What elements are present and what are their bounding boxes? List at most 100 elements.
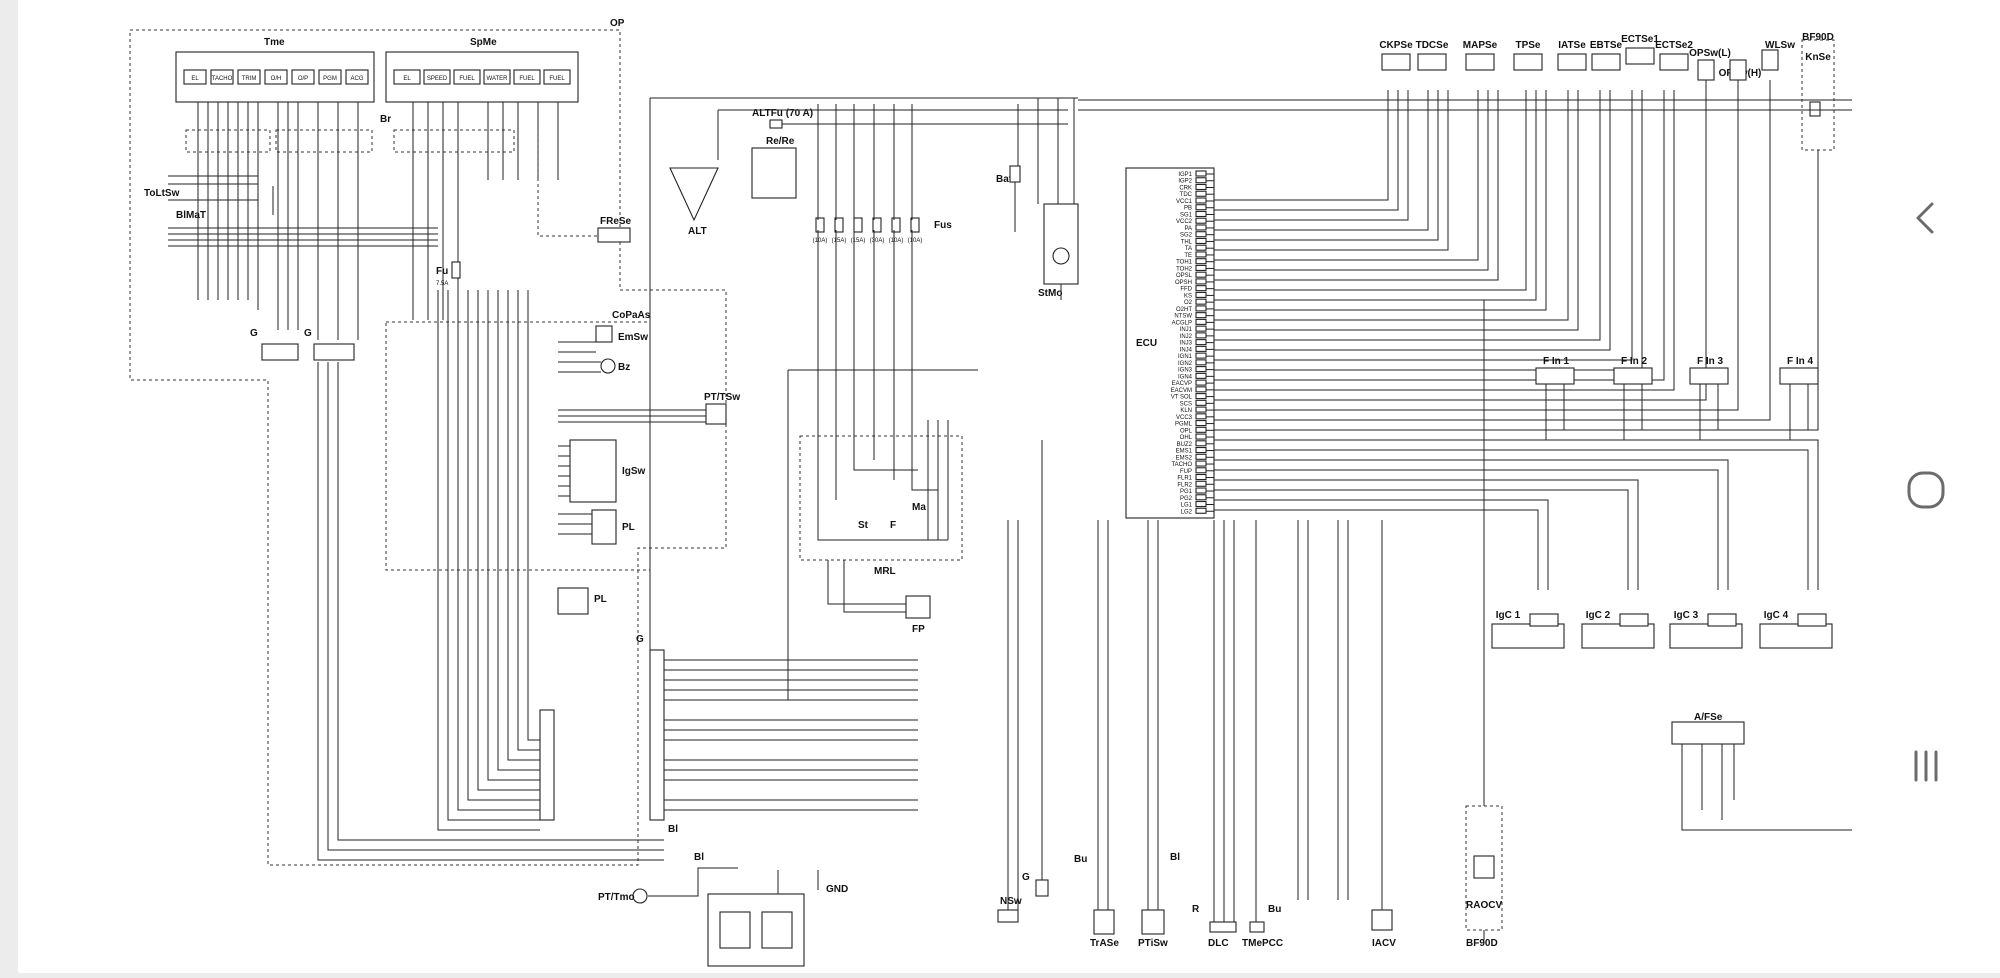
igc4-box <box>1759 623 1833 649</box>
fus-label: Fus <box>934 220 952 231</box>
back-button[interactable] <box>1852 178 2000 258</box>
ecu-pin <box>1195 312 1207 319</box>
bu1-label: Bu <box>1074 854 1087 865</box>
igc2-connector <box>1619 613 1649 627</box>
tme-cell-label: EL <box>191 76 199 82</box>
dlc-label: DLC <box>1208 938 1229 949</box>
g2-label: G <box>304 328 312 339</box>
ecu-pin <box>1195 386 1207 393</box>
tme-label: Tme <box>264 37 285 48</box>
blmat-label: BlMaT <box>176 210 206 221</box>
ecu-pin <box>1195 285 1207 292</box>
tme-cell <box>264 69 288 85</box>
ecu-pin-group: IGP1IGP2CRKTDCVCC1PBSG1VCC2PASG2THLTATET… <box>1171 170 1214 515</box>
ectse2-connector <box>1659 53 1689 71</box>
bat-label: Bat <box>996 174 1013 185</box>
trase-label: TrASe <box>1090 938 1119 949</box>
ecu-pin <box>1195 440 1207 447</box>
fin3-label: F In 3 <box>1697 356 1724 367</box>
fuse <box>853 217 863 233</box>
ecu-pin-label: EACVP <box>1172 381 1192 387</box>
ecu-pin-label: NTSW <box>1174 314 1192 320</box>
ecu-pin-label: SG2 <box>1180 233 1193 239</box>
ecu-pin <box>1195 258 1207 265</box>
ecu-pin-label: IGN2 <box>1178 361 1193 367</box>
ecu-pin <box>1195 224 1207 231</box>
spme-cell-label: SPEED <box>427 76 448 82</box>
bl-label: Bl <box>668 824 678 835</box>
ecu-pin-label: TACHO <box>1171 462 1192 468</box>
fin3-box <box>1689 367 1729 385</box>
igsw-label: IgSw <box>622 466 646 477</box>
fuse-rating-label: (10A) <box>908 238 923 244</box>
home-button[interactable] <box>1852 450 2000 530</box>
rere-label: Re/Re <box>766 136 795 147</box>
ectse1-label: ECTSe1 <box>1621 34 1659 45</box>
ecu-pin-label: PGML <box>1175 422 1193 428</box>
tme-cell <box>345 69 369 85</box>
spme-cell <box>453 69 481 85</box>
ecu-pin <box>1195 339 1207 346</box>
ecu-pin-label: TE <box>1184 253 1192 259</box>
ckpse-label: CKPSe <box>1379 40 1413 51</box>
iacv-label: IACV <box>1372 938 1396 949</box>
bf90d_top-label: BF90D <box>1802 32 1834 43</box>
spme-cell-label: FUEL <box>549 76 565 82</box>
ecu-pin <box>1195 298 1207 305</box>
spme-cell-label: EL <box>403 76 411 82</box>
fuse-rating-label: (10A) <box>813 238 828 244</box>
ecu-pin <box>1195 473 1207 481</box>
ecu-pin-label: EACVM <box>1171 388 1192 394</box>
ecu-pin-label: TA <box>1185 246 1192 252</box>
ecu-pin <box>1195 379 1207 386</box>
spme-cell-label: FUEL <box>519 76 535 82</box>
ecu-pin <box>1195 264 1207 271</box>
spme-cell-label: FUEL <box>459 76 475 82</box>
recents-button[interactable] <box>1852 726 2000 806</box>
tme-cell-label: TACHO <box>212 76 233 82</box>
ecu-pin-label: IGP1 <box>1178 172 1192 178</box>
ecu-pin <box>1195 352 1207 359</box>
pttsw-label: PT/TSw <box>704 392 740 403</box>
ecu-pin <box>1195 426 1207 433</box>
tme-cell-label: ACG <box>350 76 363 82</box>
fin1-label: F In 1 <box>1543 356 1570 367</box>
raocv-label: RAOCV <box>1466 900 1502 911</box>
fuse-rating-label: (15A) <box>832 238 847 244</box>
fuse <box>872 217 882 233</box>
ecu-pin <box>1195 500 1207 508</box>
igc1-label: IgC 1 <box>1496 610 1521 621</box>
afse-label: A/FSe <box>1694 712 1723 723</box>
ecu-pin-label: VCC3 <box>1176 415 1193 421</box>
iatse-label: IATSe <box>1558 40 1586 51</box>
mapse-connector <box>1465 53 1495 71</box>
fp-label: FP <box>912 624 925 635</box>
mapse-label: MAPSe <box>1463 40 1498 51</box>
tme-cell <box>318 69 342 85</box>
igc4-label: IgC 4 <box>1764 610 1789 621</box>
spme-cell <box>393 69 421 85</box>
tme-cell <box>237 69 261 85</box>
ecu-pin <box>1195 332 1207 339</box>
ecu-pin <box>1195 494 1207 501</box>
ecu-pin <box>1195 210 1207 218</box>
ecu-pin-label: VT SOL <box>1171 395 1193 401</box>
ecu-pin <box>1195 372 1207 379</box>
ecu-pin <box>1195 183 1207 191</box>
ecu-pin-label: PG1 <box>1180 489 1193 495</box>
ecu-pin <box>1195 413 1207 420</box>
ecu-pin-label: EMS1 <box>1176 449 1193 455</box>
ecu-pin <box>1195 433 1207 440</box>
ecu-pin-label: INJ3 <box>1180 341 1193 347</box>
pttmo-label: PT/Tmo <box>598 892 635 903</box>
ecu-pin <box>1195 406 1207 413</box>
igc3-label: IgC 3 <box>1674 610 1699 621</box>
mrl-label: MRL <box>874 566 896 577</box>
pl2-label: PL <box>594 594 607 605</box>
chevron-left-icon <box>1916 202 1934 234</box>
ecu-pin <box>1195 359 1207 366</box>
ecu-pin-label: KS <box>1184 293 1192 299</box>
bz-label: Bz <box>618 362 630 373</box>
